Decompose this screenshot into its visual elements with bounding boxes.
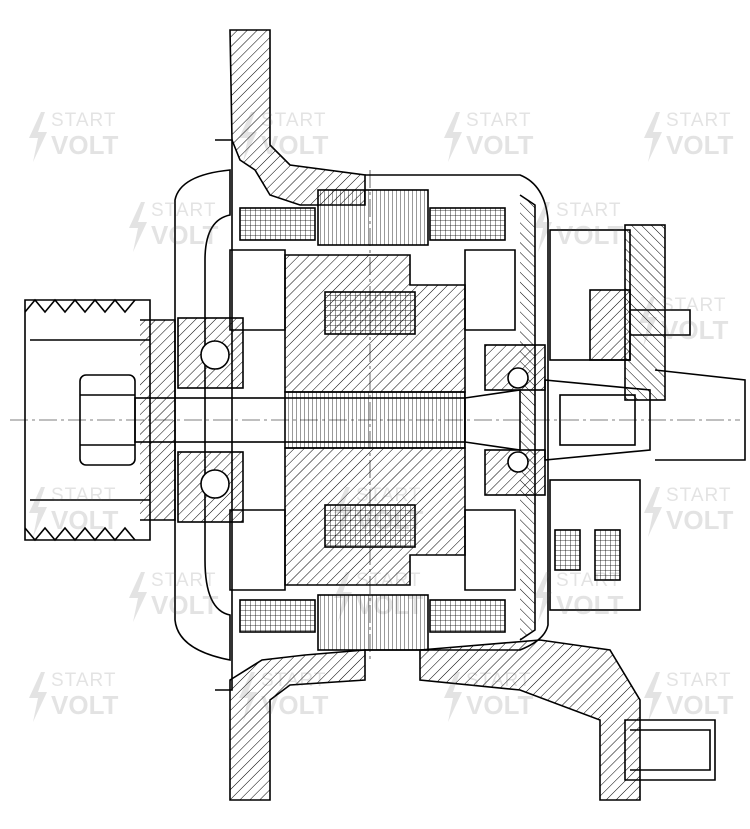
lightning-bolt-icon [444, 112, 462, 162]
lightning-bolt-icon [239, 672, 257, 722]
watermark-line2: VOLT [51, 130, 119, 160]
lightning-bolt-icon [639, 297, 657, 347]
lightning-bolt-icon [644, 112, 662, 162]
lightning-bolt-icon [334, 572, 352, 622]
watermark-line2: VOLT [261, 690, 329, 720]
rear-housing [365, 174, 641, 801]
watermark-line1: START [556, 200, 622, 221]
watermark-line2: VOLT [356, 505, 424, 535]
watermark-line1: START [51, 110, 117, 131]
watermark-line1: START [666, 485, 732, 506]
watermark-line2: VOLT [666, 690, 734, 720]
lightning-bolt-icon [444, 672, 462, 722]
watermark-line1: START [466, 670, 532, 691]
watermark-line2: VOLT [556, 590, 624, 620]
stator [239, 189, 506, 651]
watermark-line1: START [661, 295, 727, 316]
lightning-bolt-icon [644, 672, 662, 722]
watermark-line2: VOLT [666, 130, 734, 160]
watermark-line1: START [356, 485, 422, 506]
watermark-line1: START [466, 110, 532, 131]
watermark-line2: VOLT [466, 130, 534, 160]
watermark-line2: VOLT [466, 690, 534, 720]
watermark-line1: START [261, 110, 327, 131]
watermark-line2: VOLT [51, 505, 119, 535]
watermark-line1: START [261, 670, 327, 691]
watermark-line2: VOLT [151, 590, 219, 620]
watermark-line1: START [151, 200, 217, 221]
watermark-line1: START [666, 670, 732, 691]
watermark-line2: VOLT [261, 130, 329, 160]
rotor-claw-poles [284, 254, 466, 586]
lightning-bolt-icon [129, 572, 147, 622]
lightning-bolt-icon [644, 487, 662, 537]
mounting-bracket [624, 719, 716, 781]
watermark-line2: VOLT [556, 220, 624, 250]
watermark-line2: VOLT [356, 590, 424, 620]
lightning-bolt-icon [29, 487, 47, 537]
watermark-line1: START [356, 570, 422, 591]
lightning-bolt-icon [534, 572, 552, 622]
cooling-fans [229, 249, 516, 591]
watermark-line1: START [151, 570, 217, 591]
watermark-line2: VOLT [51, 690, 119, 720]
lightning-bolt-icon [534, 202, 552, 252]
watermark-line1: START [666, 110, 732, 131]
lightning-bolt-icon [29, 112, 47, 162]
watermark-line2: VOLT [661, 315, 729, 345]
watermark-line1: START [51, 670, 117, 691]
lightning-bolt-icon [334, 487, 352, 537]
watermark-line2: VOLT [666, 505, 734, 535]
rear-regulator [549, 224, 746, 611]
watermark-line1: START [51, 485, 117, 506]
lightning-bolt-icon [29, 672, 47, 722]
lightning-bolt-icon [129, 202, 147, 252]
watermark-line1: START [556, 570, 622, 591]
watermark-line2: VOLT [151, 220, 219, 250]
lightning-bolt-icon [239, 112, 257, 162]
